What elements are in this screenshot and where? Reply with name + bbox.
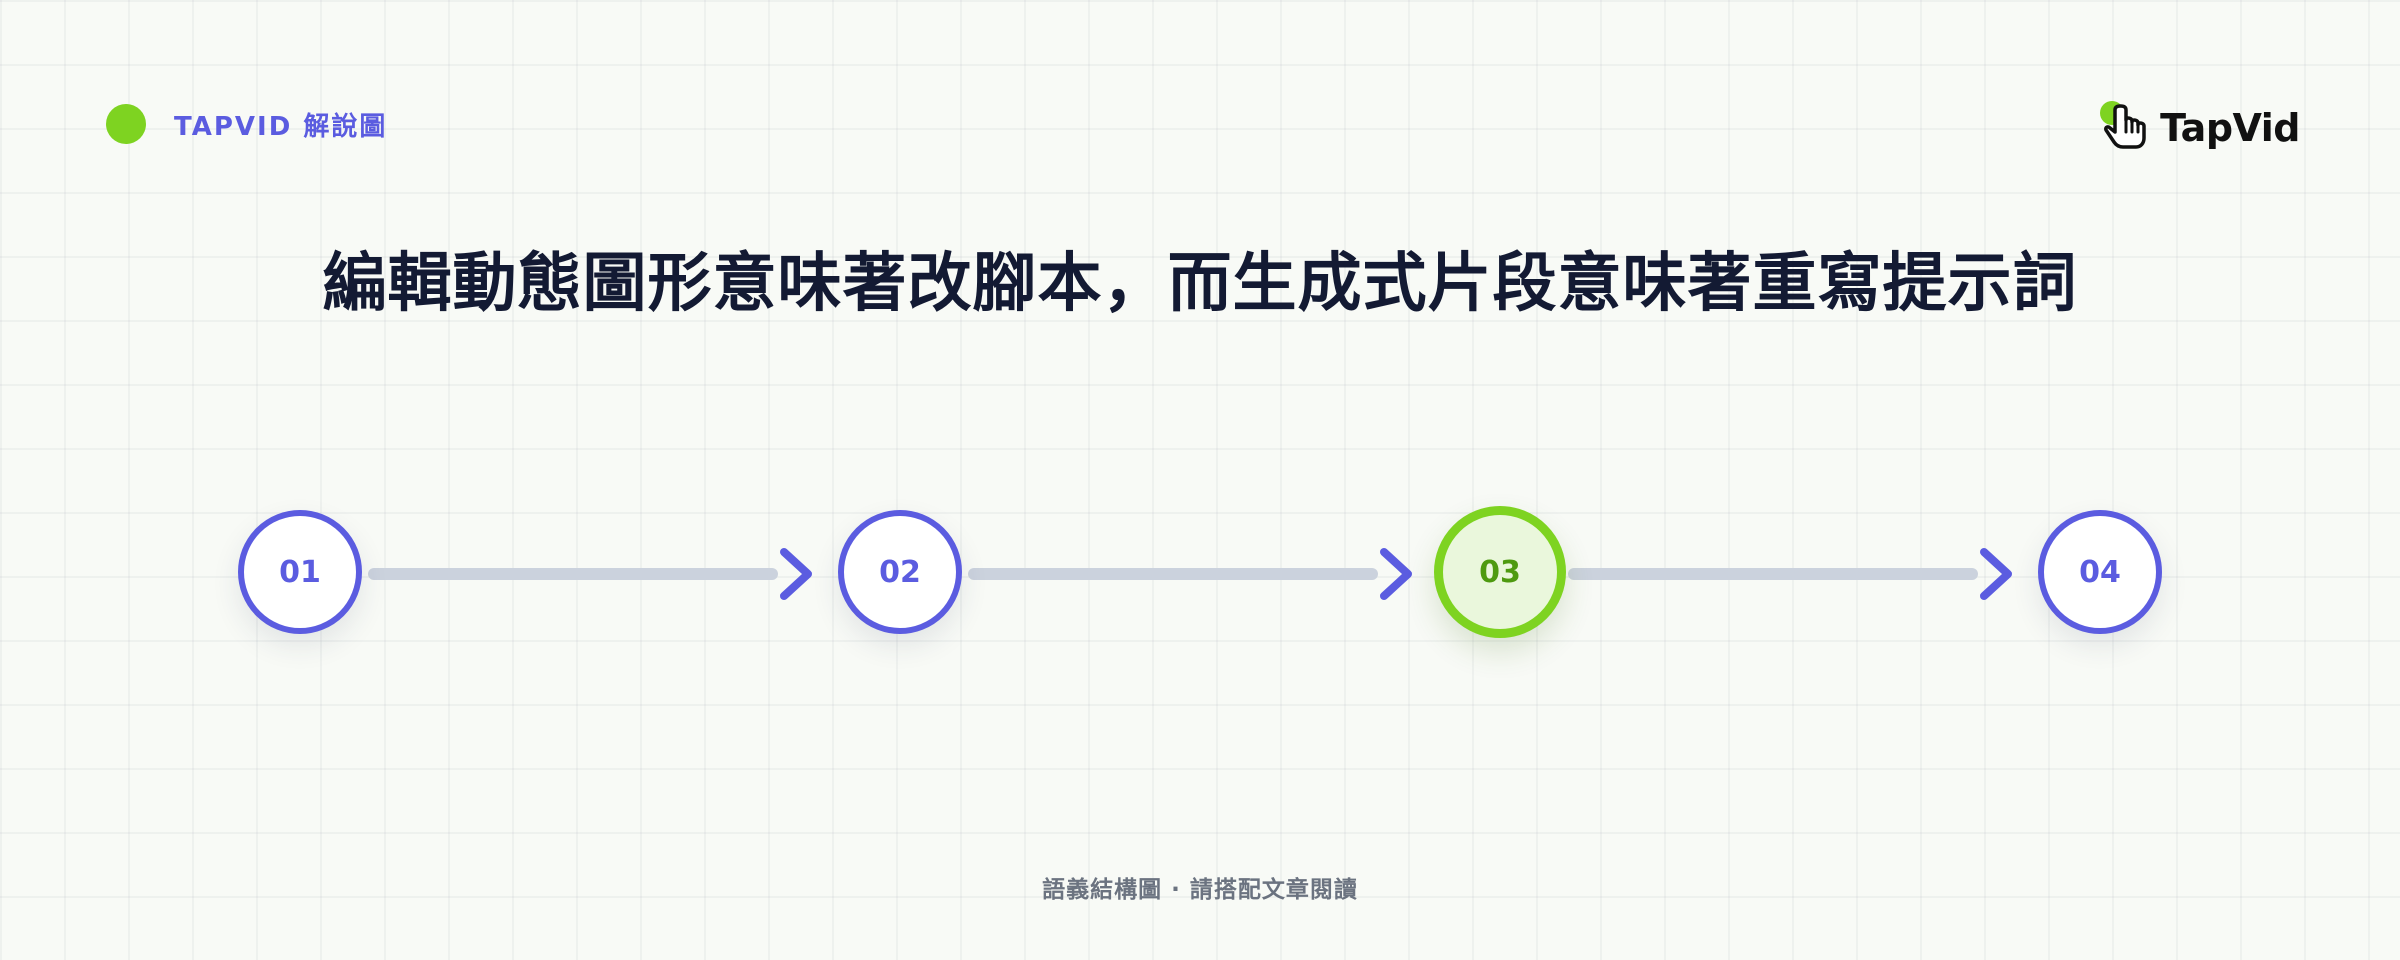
footer-note: 語義結構圖 · 請搭配文章閱讀 [1042,877,1358,903]
step-number: 02 [879,554,921,590]
header-badge: TAPVID 解說圖 [106,104,387,144]
arrow-right-icon [1380,548,1412,600]
tapvid-logo: TapVid [2098,98,2300,158]
arrow-right-icon [1980,548,2012,600]
badge-label: TAPVID 解說圖 [174,111,388,142]
brand-dot-icon [106,104,146,144]
step-number: 03 [1479,554,1521,590]
step-node-01: 01 [238,510,362,634]
step-number: 01 [279,554,321,590]
connector-line-2 [968,568,1378,580]
connector-line-3 [1568,568,1978,580]
arrow-right-icon [780,548,812,600]
logo-wordmark: TapVid [2160,106,2300,150]
page-title: 編輯動態圖形意味著改腳本，而生成式片段意味著重寫提示詞 [322,247,2078,321]
pointer-hand-icon [2100,101,2146,149]
step-node-03-active: 03 [1434,506,1566,638]
connector-line-1 [368,568,778,580]
step-node-02: 02 [838,510,962,634]
step-number: 04 [2079,554,2121,590]
step-node-04: 04 [2038,510,2162,634]
